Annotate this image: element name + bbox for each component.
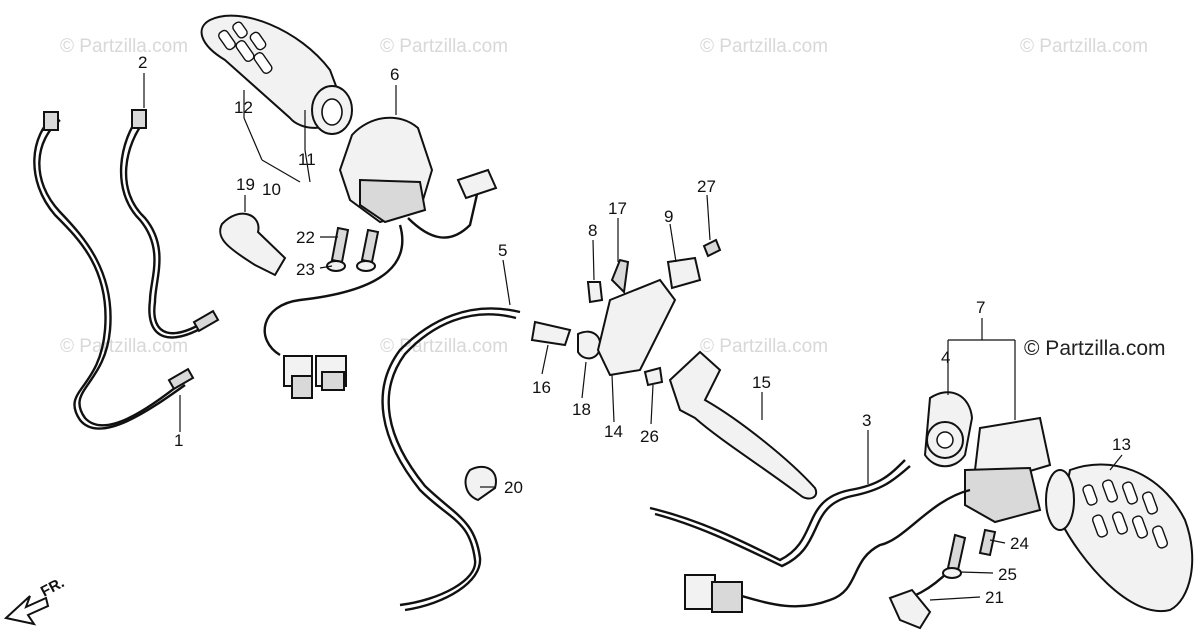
callout-19: 19 [236,175,255,194]
front-arrow-icon [3,595,50,626]
clutch-cable [381,307,521,612]
callout-27: 27 [697,177,716,196]
callout-2: 2 [138,53,147,72]
clutch-lever [668,350,818,500]
callout-16: 16 [532,378,551,397]
callout-20: 20 [504,478,523,497]
callout-8: 8 [588,221,597,240]
watermark-text: © Partzilla.com [1020,36,1148,57]
left-housing-screws [326,226,380,272]
watermark-text: © Partzilla.com [700,36,828,57]
left-switch-housing [263,116,498,399]
callout-23: 23 [296,260,315,279]
callout-13: 13 [1112,435,1131,454]
right-switch-housing [684,391,1052,613]
callout-1: 1 [174,431,183,450]
right-housing-screws [942,528,997,579]
throttle-cables [33,109,220,430]
watermark-text: © Partzilla.com [380,36,508,57]
right-wire-clamp [888,588,932,630]
callout-6: 6 [390,65,399,84]
watermark-text: © Partzilla.com [380,336,508,357]
callout-numbers: 2 1 12 11 10 6 19 22 23 5 8 17 9 27 16 1… [138,53,1131,607]
brand-mark: © Partzilla.com [1024,337,1166,360]
callout-10: 10 [262,180,281,199]
right-handle-grip [1045,463,1194,613]
callout-5: 5 [498,241,507,260]
callout-11: 11 [298,150,316,169]
callout-24: 24 [1010,534,1029,553]
callout-15: 15 [752,373,771,392]
watermark-text: © Partzilla.com [700,336,828,357]
callout-14: 14 [604,422,623,441]
callout-26: 26 [640,427,659,446]
watermark-text: © Partzilla.com [60,36,188,57]
leader-lines [143,73,1123,601]
lever-bracket-assembly [530,238,722,387]
callout-3: 3 [862,411,871,430]
watermark-text: © Partzilla.com [60,336,188,357]
callout-21: 21 [985,588,1004,607]
callout-9: 9 [664,207,673,226]
front-direction-indicator: FR. [3,574,67,626]
front-label: FR. [38,574,67,600]
callout-25: 25 [998,565,1017,584]
callout-22: 22 [296,228,315,247]
callout-12: 12 [234,98,253,117]
callout-17: 17 [608,199,627,218]
left-wire-clamp [219,212,287,277]
callout-18: 18 [572,400,591,419]
watermarks: © Partzilla.com © Partzilla.com © Partzi… [60,36,1166,360]
callout-7: 7 [976,298,985,317]
left-throttle-grip [200,14,353,135]
brake-cable [649,459,911,568]
callout-4: 4 [941,348,950,367]
